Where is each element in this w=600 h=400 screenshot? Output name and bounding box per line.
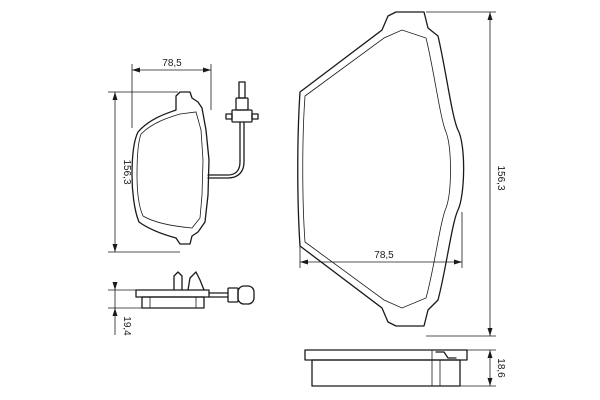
wear-sensor [207, 81, 259, 179]
large-pad-thickness-dimension: 18,6 [460, 349, 506, 387]
small-pad-side-view [135, 271, 255, 309]
small-pad-thickness-label: 19,4 [121, 316, 132, 336]
large-pad-side-view [304, 349, 468, 387]
large-pad-height-label: 156,3 [495, 165, 506, 190]
small-pad-width-label: 78,5 [162, 58, 182, 69]
small-pad-height-label: 156,3 [121, 159, 132, 184]
large-pad-thickness-label: 18,6 [495, 358, 506, 378]
large-pad-front-view [297, 11, 465, 327]
large-pad-height-dimension: 156,3 [426, 11, 506, 337]
small-pad-height-dimension: 156,3 [108, 91, 180, 253]
large-pad-width-dimension: 78,5 [299, 212, 463, 268]
small-pad-thickness-dimension: 19,4 [108, 282, 142, 336]
large-pad-width-label: 78,5 [374, 250, 394, 261]
small-pad-front-view [131, 91, 210, 245]
small-pad-width-dimension: 78,5 [131, 58, 212, 128]
